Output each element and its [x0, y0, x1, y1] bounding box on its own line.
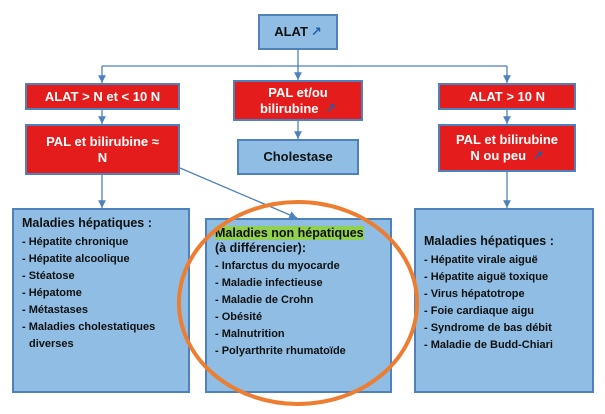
- list-item: - Maladie infectieuse: [215, 277, 323, 289]
- node-pal-bilirubine-normal: PAL et bilirubine ≈ N: [25, 124, 180, 175]
- list-item: - Hépatite virale aiguë: [424, 254, 538, 266]
- list-item: - Métastases: [22, 304, 89, 316]
- box-right-title: Maladies hépatiques :: [424, 234, 554, 248]
- node-alat-moderate: ALAT > N et < 10 N: [25, 83, 180, 110]
- list-item: - Maladie de Crohn: [215, 294, 314, 306]
- node-cholestase-label: Cholestase: [263, 149, 333, 164]
- box-liver-diseases-acute: Maladies hépatiques : - Hépatite virale …: [414, 208, 594, 393]
- node-pal-bilirubine: PAL et/ou bilirubine ↗: [233, 80, 363, 121]
- box-left-list: - Hépatite chronique - Hépatite alcooliq…: [22, 234, 180, 353]
- box-middle-subtitle: (à différencier):: [215, 241, 306, 255]
- list-item: - Obésité: [215, 311, 263, 323]
- node-pal-bilirubine-line2: bilirubine: [259, 100, 319, 116]
- arrow-up-icon: ↗: [532, 148, 544, 163]
- list-item: - Foie cardiaque aigu: [424, 305, 535, 317]
- box-middle-title: Maladies non hépatiques: [215, 226, 382, 241]
- root-node-alat: ALAT ↗: [258, 14, 338, 50]
- list-item: - Maladies cholestatiques: [22, 321, 156, 333]
- node-alat-high-label: ALAT > 10 N: [469, 88, 545, 104]
- list-item: - Maladie de Budd-Chiari: [424, 339, 553, 351]
- list-item: - Syndrome de bas débit: [424, 322, 552, 334]
- node-pal-bilirubine-low-line1: PAL et bilirubine: [455, 132, 559, 147]
- list-item: - Virus hépatotrope: [424, 288, 525, 300]
- list-item: - Malnutrition: [215, 328, 285, 340]
- box-middle-title-highlight: Maladies non hépatiques: [215, 226, 364, 240]
- node-pal-bilirubine-low-line2: N ou peu: [470, 148, 527, 163]
- node-alat-moderate-label: ALAT > N et < 10 N: [44, 88, 161, 104]
- list-item: - Infarctus du myocarde: [215, 260, 340, 272]
- node-pal-bilirubine-normal-line2: N: [97, 149, 108, 165]
- box-right-list: - Hépatite virale aiguë - Hépatite aiguë…: [424, 252, 584, 354]
- node-pal-bilirubine-normal-line1: PAL et bilirubine ≈: [46, 133, 159, 149]
- root-node-label: ALAT: [274, 24, 308, 39]
- box-middle-list: - Infarctus du myocarde - Maladie infect…: [215, 258, 382, 360]
- arrow-up-icon: ↗: [310, 24, 322, 39]
- list-item: diverses: [29, 338, 74, 350]
- list-item: - Hépatite aiguë toxique: [424, 271, 549, 283]
- list-item: - Hépatite chronique: [22, 236, 129, 248]
- arrow-up-icon: ↗: [325, 100, 337, 116]
- list-item: - Hépatome: [22, 287, 82, 299]
- connector-left-to-middle-box: [179, 167, 298, 219]
- node-cholestase: Cholestase: [237, 139, 359, 175]
- list-item: - Stéatose: [22, 270, 75, 282]
- node-pal-bilirubine-low: PAL et bilirubine N ou peu ↗: [438, 124, 576, 172]
- list-item: - Polyarthrite rhumatoïde: [215, 345, 346, 357]
- box-non-liver-diseases: Maladies non hépatiques (à différencier)…: [205, 218, 392, 393]
- node-alat-high: ALAT > 10 N: [438, 83, 576, 110]
- box-liver-diseases-chronic: Maladies hépatiques : - Hépatite chroniq…: [12, 208, 190, 393]
- list-item: - Hépatite alcoolique: [22, 253, 130, 265]
- box-left-title: Maladies hépatiques :: [22, 216, 152, 230]
- node-pal-bilirubine-line1: PAL et/ou: [268, 84, 328, 100]
